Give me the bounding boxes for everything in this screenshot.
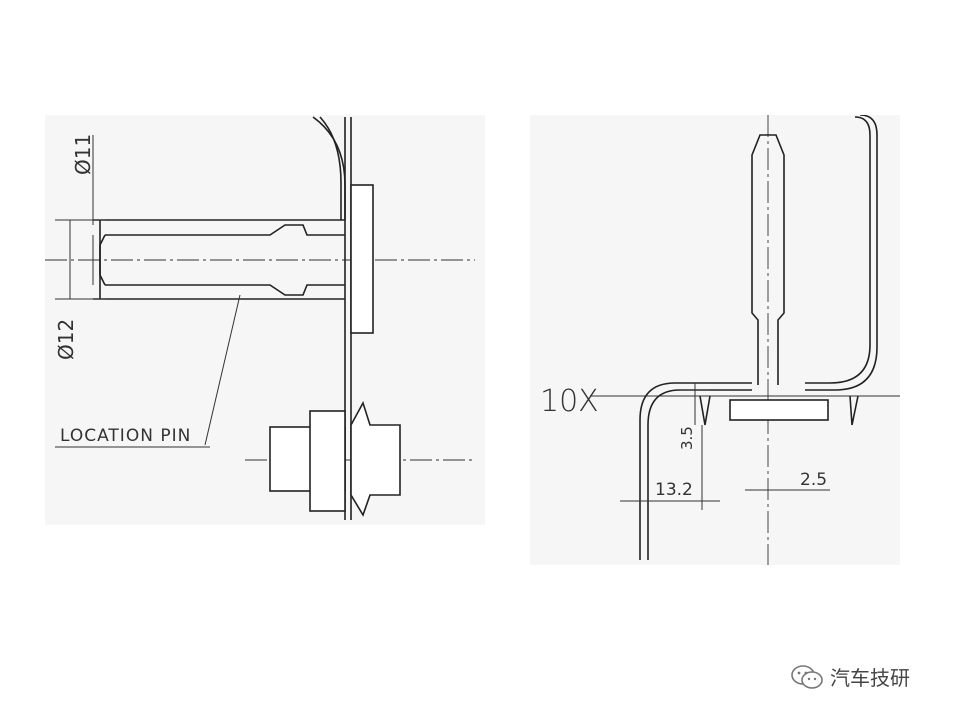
height-dim-label: 3.5 <box>678 426 696 450</box>
width-dim-label: 13.2 <box>655 480 693 500</box>
diameter-bottom-label: Ø12 <box>54 319 78 360</box>
scale-label: 10X <box>540 384 599 419</box>
watermark-text: 汽车技研 <box>830 666 910 690</box>
right-drawing-panel: 10X 3.5 13.2 2.5 <box>530 114 900 565</box>
pin-detail-drawing: 10X 3.5 13.2 2.5 <box>540 114 900 565</box>
watermark: 汽车技研 <box>790 662 910 691</box>
location-pin-drawing: Ø11 Ø12 LOCATION PIN <box>45 116 475 520</box>
location-pin-label: LOCATION PIN <box>60 426 191 446</box>
wechat-icon <box>791 664 823 689</box>
offset-dim-label: 2.5 <box>800 470 827 490</box>
left-drawing-panel: Ø11 Ø12 LOCATION PIN <box>45 115 485 525</box>
diameter-top-label: Ø11 <box>71 134 95 175</box>
